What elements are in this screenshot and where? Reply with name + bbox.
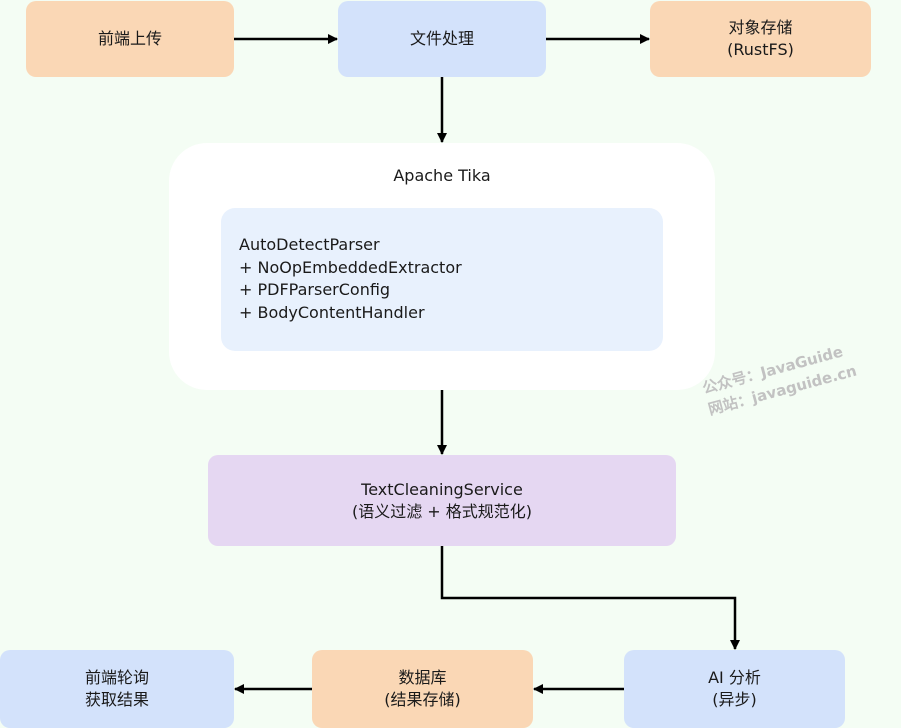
frontend-poll-node: 前端轮询 获取结果: [0, 650, 234, 728]
node-label: 前端轮询: [84, 668, 149, 687]
tika-config-line: + NoOpEmbeddedExtractor: [239, 257, 462, 277]
ai-analysis-node: AI 分析 (异步): [624, 650, 845, 728]
object-storage-node: 对象存储 (RustFS): [650, 1, 871, 77]
node-label: 数据库: [398, 668, 447, 687]
node-label: 文件处理: [409, 29, 474, 48]
node-label: 对象存储: [728, 18, 793, 37]
node-sublabel: (异步): [712, 690, 757, 709]
apache-tika-group: Apache Tika AutoDetectParser + NoOpEmbed…: [169, 143, 715, 390]
node-sublabel: (RustFS): [727, 40, 794, 59]
file-processing-node: 文件处理: [338, 1, 546, 77]
text-cleaning-node: TextCleaningService (语义过滤 + 格式规范化): [208, 455, 676, 546]
node-label: 前端上传: [97, 29, 162, 48]
arrow-cleaning-to-ai: [440, 546, 740, 650]
tika-config-line: + BodyContentHandler: [239, 302, 425, 322]
node-label: TextCleaningService: [361, 479, 523, 499]
node-label: AI 分析: [708, 668, 761, 687]
tika-title: Apache Tika: [393, 166, 491, 185]
database-node: 数据库 (结果存储): [312, 650, 533, 728]
frontend-upload-node: 前端上传: [26, 1, 234, 77]
node-sublabel: (结果存储): [384, 690, 461, 709]
tika-config-line: + PDFParserConfig: [239, 280, 391, 299]
node-sublabel: 获取结果: [84, 690, 149, 709]
tika-parser-config: AutoDetectParser + NoOpEmbeddedExtractor…: [221, 208, 663, 351]
node-sublabel: (语义过滤 + 格式规范化): [351, 501, 533, 521]
tika-config-line: AutoDetectParser: [239, 235, 380, 254]
